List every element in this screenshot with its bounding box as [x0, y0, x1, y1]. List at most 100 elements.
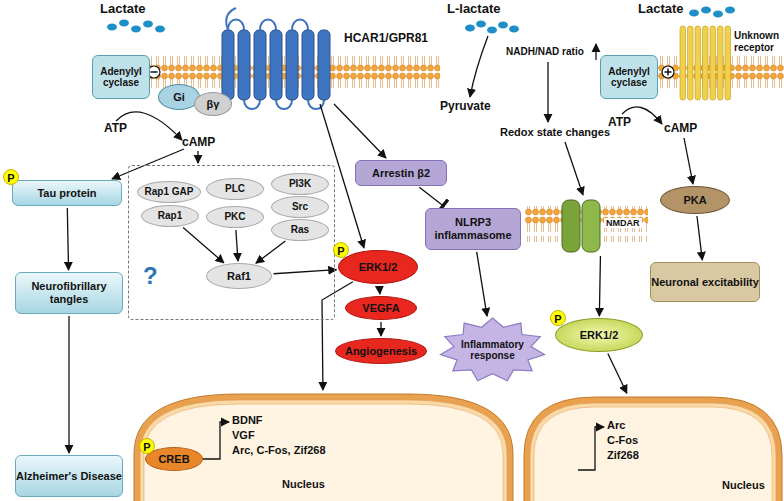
phospho-mark: P	[550, 310, 566, 326]
g-protein-subunit: βγ	[194, 92, 232, 116]
node-text: CREB	[158, 453, 189, 466]
metabolite-label: ATP	[608, 116, 631, 130]
node-text: BDNF	[232, 414, 263, 427]
node-text: Nucleus	[722, 479, 765, 492]
node-text: Nucleus	[282, 478, 325, 491]
node-text: ERK1/2	[359, 261, 398, 274]
node-text: βγ	[207, 98, 220, 111]
protein-box: Arrestin β2	[355, 160, 447, 186]
activate-symbol	[662, 66, 674, 78]
phospho-mark: P	[333, 242, 349, 258]
protein-box: Tau protein	[12, 180, 122, 206]
node-text: Adenylyl cyclase	[93, 66, 149, 89]
drawing-part	[530, 403, 776, 501]
kinase-oval: Ras	[271, 219, 329, 241]
arrow-connector	[322, 282, 353, 390]
arrow-connector	[274, 270, 337, 274]
drawing-part	[498, 22, 508, 29]
drawing-part	[582, 200, 600, 252]
arrow-connector	[379, 286, 381, 294]
drawing-part	[244, 100, 260, 109]
node-text: Src	[292, 201, 308, 213]
receptor-helices	[222, 8, 330, 109]
drawing-part	[143, 21, 153, 28]
drawing-part	[286, 30, 298, 100]
receptor-label: Unknown receptor	[734, 30, 783, 53]
outcome-box: Neuronal excitability	[650, 262, 760, 302]
kinase-oval: Rap1	[141, 205, 199, 227]
drawing-part	[578, 427, 604, 470]
drawing-part	[547, 62, 548, 122]
node-text: Arc	[607, 419, 625, 432]
node-text: Gi	[173, 91, 185, 104]
kinase-oval: Src	[271, 196, 329, 218]
factor-oval: VEGFA	[345, 296, 417, 320]
arrow-connector	[256, 241, 285, 263]
drawing-part	[238, 30, 250, 100]
node-text: VEGFA	[362, 302, 399, 315]
drawing-part	[465, 25, 475, 32]
kinase-oval: Rap1 GAP	[137, 181, 201, 203]
protein-box: NLRP3 inflammasome	[425, 208, 521, 250]
drawing-part	[260, 20, 276, 31]
drawing-part	[302, 30, 314, 100]
drawing-part	[688, 26, 694, 100]
drawing-part	[534, 407, 772, 501]
drawing-part	[725, 7, 735, 14]
node-text: PKC	[224, 211, 245, 223]
drawing-part	[119, 20, 129, 27]
drawing-part	[701, 7, 711, 14]
drawing-part	[718, 26, 724, 100]
node-text: C-Fos	[607, 434, 638, 447]
node-text: Tau protein	[37, 187, 96, 200]
node-text: Neurofibrillary tangles	[16, 280, 122, 305]
node-text: PLC	[225, 183, 245, 195]
ligand-label: Lactate	[638, 2, 684, 17]
drawing-part	[487, 27, 497, 34]
metabolite-label: cAMP	[664, 122, 697, 136]
metabolite-label: ATP	[104, 122, 127, 136]
drawing-part	[680, 26, 686, 100]
drawing-part	[151, 71, 158, 73]
drawing-part	[470, 36, 488, 97]
node-text: NLRP3 inflammasome	[426, 216, 520, 241]
drawing-part	[689, 10, 699, 17]
drawing-part	[276, 100, 292, 109]
node-text: Rap1	[158, 210, 182, 222]
ratio-label: NADH/NAD ratio	[506, 46, 584, 58]
drawing-part	[562, 200, 580, 252]
drawing-part	[695, 26, 701, 100]
drawing-part	[254, 30, 266, 100]
receptor-helices	[680, 26, 731, 100]
node-text: PKA	[683, 194, 706, 207]
process-box: Neurofibrillary tangles	[15, 272, 123, 314]
receptor-label: HCAR1/GPR81	[344, 32, 428, 46]
drawing-part	[509, 26, 519, 33]
drawing-part	[155, 26, 165, 33]
drawing-part	[144, 404, 503, 501]
drawing-part	[270, 30, 282, 100]
kinase-oval: PI3K	[271, 173, 329, 195]
nucleus: ArcC-FosZif268Nucleus	[522, 395, 784, 501]
arrow-connector	[67, 208, 68, 270]
node-text: ?	[143, 262, 158, 290]
drawing-part	[595, 44, 596, 60]
drawing-part	[441, 318, 545, 381]
drawing-part	[222, 30, 234, 100]
node-text: ERK1/2	[580, 329, 619, 342]
drawing-part	[662, 66, 674, 78]
drawing-part	[684, 138, 693, 184]
node-text: Arc, C-Fos, Zif268	[232, 444, 326, 457]
ligand-label: L-lactate	[447, 2, 500, 17]
kinase-oval: PLC	[206, 178, 264, 200]
ligand-label: Lactate	[100, 2, 146, 17]
drawing-part	[140, 400, 507, 501]
pathway-arrows	[112, 36, 693, 248]
node-text: Ras	[291, 224, 309, 236]
drawing-part	[565, 142, 583, 195]
transcription-factor: CREB	[145, 447, 203, 471]
arrow-connector	[477, 252, 487, 316]
outcome-oval: Angiogenesis	[335, 338, 427, 364]
drawing-part	[713, 11, 723, 18]
phospho-mark: P	[3, 169, 19, 185]
